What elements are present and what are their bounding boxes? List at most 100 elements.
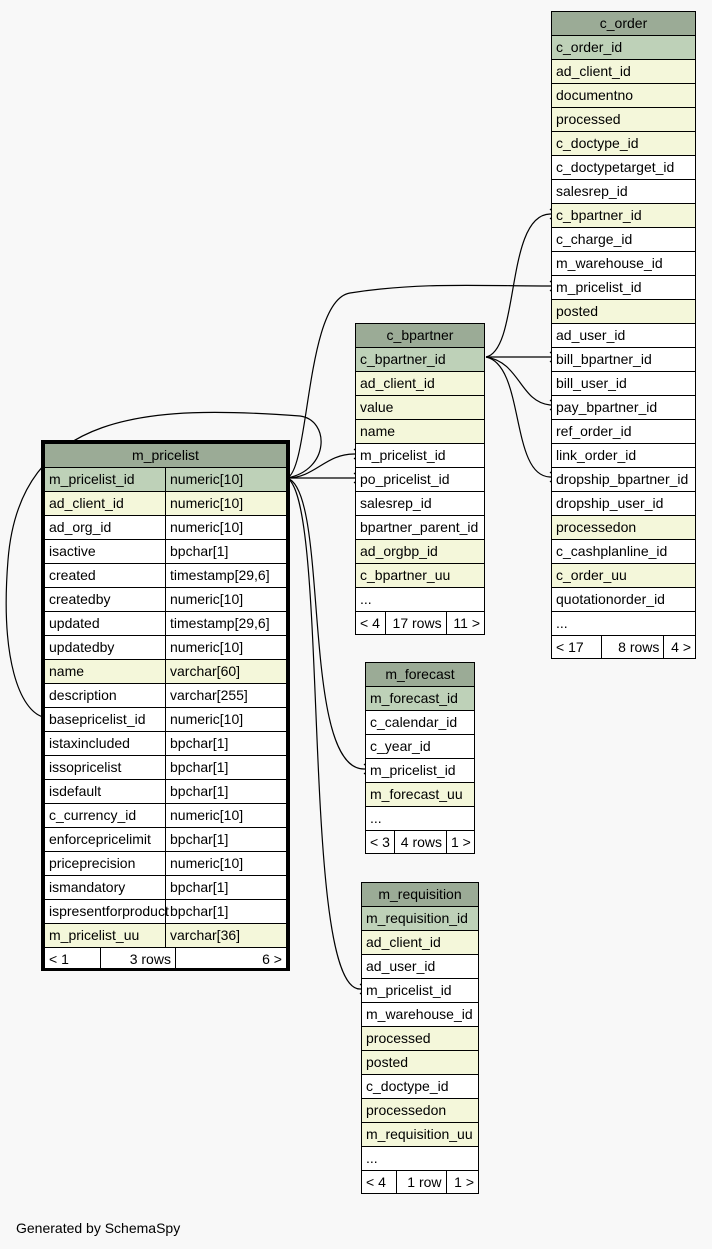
column-row[interactable]: pay_bpartner_id [551,395,696,420]
column-row[interactable]: bill_bpartner_id [551,347,696,372]
column-name: salesrep_id [551,179,696,204]
column-row[interactable]: c_bpartner_uu [355,563,485,588]
column-row[interactable]: m_pricelist_id [361,978,479,1003]
column-row[interactable]: processed [551,107,696,132]
column-row[interactable]: c_bpartner_id [355,347,485,372]
column-row[interactable]: c_order_uu [551,563,696,588]
column-name: updatedby [44,635,166,660]
column-row[interactable]: ... [361,1146,479,1171]
column-row[interactable]: processedon [551,515,696,540]
column-row[interactable]: dropship_user_id [551,491,696,516]
column-row[interactable]: bill_user_id [551,371,696,396]
column-row[interactable]: c_doctype_id [551,131,696,156]
column-row[interactable]: ... [551,611,696,636]
generated-by-label: Generated by SchemaSpy [16,1220,181,1236]
column-row[interactable]: ... [355,587,485,612]
column-row[interactable]: c_doctypetarget_id [551,155,696,180]
column-row[interactable]: c_charge_id [551,227,696,252]
table-title[interactable]: c_bpartner [355,323,485,348]
column-row[interactable]: m_requisition_id [361,906,479,931]
column-row[interactable]: m_warehouse_id [361,1002,479,1027]
table-header-row: c_bpartner [355,323,485,348]
column-row[interactable]: c_order_id [551,35,696,60]
column-row[interactable]: c_year_id [365,734,475,759]
column-row[interactable]: dropship_bpartner_id [551,467,696,492]
column-row[interactable]: documentno [551,83,696,108]
column-row[interactable]: ad_client_id [361,930,479,955]
table-title[interactable]: c_order [551,11,696,36]
column-name: c_bpartner_uu [355,563,485,588]
table-title[interactable]: m_forecast [365,662,475,687]
parent-count: < 17 [552,636,603,658]
column-row[interactable]: ad_user_id [361,954,479,979]
column-row[interactable]: ad_client_id [355,371,485,396]
column-type: numeric[10] [165,515,287,540]
column-type: bpchar[1] [165,755,287,780]
edge-order-pricelist [286,284,551,479]
column-row[interactable]: c_cashplanline_id [551,539,696,564]
column-row[interactable]: value [355,395,485,420]
column-row[interactable]: c_bpartner_id [551,203,696,228]
column-name: ... [361,1146,479,1171]
column-name: posted [361,1050,479,1075]
column-name: processedon [551,515,696,540]
column-row[interactable]: m_forecast_uu [365,782,475,807]
column-name: name [355,419,485,444]
column-row[interactable]: bpartner_parent_id [355,515,485,540]
column-type: numeric[10] [165,635,287,660]
column-row[interactable]: ad_user_id [551,323,696,348]
column-row[interactable]: salesrep_id [355,491,485,516]
table-title[interactable]: m_requisition [361,882,479,907]
column-name: isactive [44,539,166,564]
column-row[interactable]: ref_order_id [551,419,696,444]
column-name: ... [355,587,485,612]
column-row[interactable]: name [355,419,485,444]
column-row[interactable]: ad_orgbp_id [355,539,485,564]
child-count: 11 > [453,615,480,631]
column-row[interactable]: m_pricelist_id [365,758,475,783]
column-row[interactable]: processed [361,1026,479,1051]
column-row[interactable]: quotationorder_id [551,587,696,612]
column-row[interactable]: processedon [361,1098,479,1123]
column-row[interactable]: c_doctype_id [361,1074,479,1099]
column-row[interactable]: m_forecast_id [365,686,475,711]
column-name: ispresentforproduct [44,899,169,924]
column-row[interactable]: ad_client_id [551,59,696,84]
column-row[interactable]: m_pricelist_id [355,443,485,468]
column-row[interactable]: salesrep_id [551,179,696,204]
column-row[interactable]: c_calendar_id [365,710,475,735]
column-row[interactable]: m_pricelist_id [551,275,696,300]
column-row[interactable]: posted [551,299,696,324]
column-row[interactable]: ... [365,806,475,831]
column-row[interactable]: link_order_id [551,443,696,468]
column-row[interactable]: po_pricelist_id [355,467,485,492]
column-type: bpchar[1] [165,779,287,804]
row-count: 1 row [397,1171,447,1193]
column-name: description [44,683,166,708]
column-name: c_bpartner_id [551,203,696,228]
column-name: dropship_user_id [551,491,696,516]
column-row[interactable]: m_warehouse_id [551,251,696,276]
column-row[interactable]: posted [361,1050,479,1075]
column-row[interactable]: m_requisition_uu [361,1122,479,1147]
column-name: c_year_id [365,734,475,759]
